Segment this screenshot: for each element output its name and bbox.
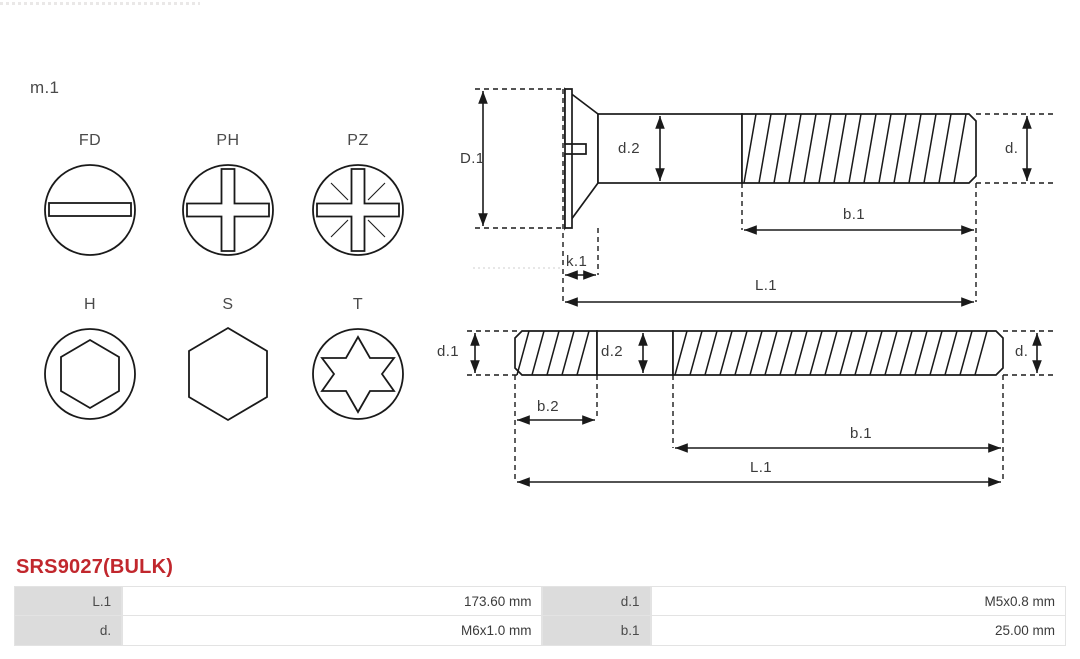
drive-type-h: H — [22, 296, 158, 426]
spec-key-d: d. — [14, 616, 123, 646]
technical-drawing-area: m.1 FD PH PZ — [0, 0, 1080, 530]
drive-label-t: T — [352, 296, 364, 313]
dim-label-stud-right-thread-length: b.1 — [850, 425, 873, 442]
spec-value-d: M6x1.0 mm — [122, 616, 543, 646]
drive-label-h: H — [83, 296, 97, 313]
dim-label-total-length: L.1 — [755, 277, 778, 294]
spec-key-d1: d.1 — [542, 586, 651, 616]
drive-label-pz: PZ — [347, 132, 369, 149]
dim-label-stud-total-length: L.1 — [750, 459, 773, 476]
countersunk-screw-drawing: D.1 d.2 d. k.1 b.1 L.1 — [455, 70, 1080, 310]
drive-label-s: S — [222, 296, 234, 313]
table-row: d. M6x1.0 mm b.1 25.00 mm — [14, 616, 1066, 646]
dim-label-thread-length: b.1 — [843, 206, 866, 223]
spec-key-l1: L.1 — [14, 586, 123, 616]
specification-table: L.1 173.60 mm d.1 M5x0.8 mm d. M6x1.0 mm… — [14, 586, 1066, 646]
spec-value-l1: 173.60 mm — [122, 586, 543, 616]
dim-label-stud-shank-diameter: d.2 — [601, 343, 624, 360]
slotted-drive-icon — [44, 164, 136, 256]
spec-value-b1: 25.00 mm — [650, 616, 1066, 646]
dim-label-head-height: k.1 — [566, 253, 588, 270]
drive-section-label: m.1 — [30, 78, 60, 97]
dim-label-thread-diameter: d. — [1005, 140, 1019, 157]
drive-type-s: S — [160, 296, 296, 426]
table-row: L.1 173.60 mm d.1 M5x0.8 mm — [14, 586, 1066, 616]
dim-label-shank-diameter: d.2 — [618, 140, 641, 157]
phillips-drive-icon — [182, 164, 274, 256]
dim-label-stud-right-thread-diameter: d. — [1015, 343, 1029, 360]
stud-svg — [467, 330, 1055, 487]
pozidriv-drive-icon — [312, 164, 404, 256]
drive-type-legend: m.1 FD PH PZ — [0, 0, 450, 530]
dim-label-stud-left-thread-diameter: d.1 — [437, 343, 460, 360]
top-edge-artifact — [0, 2, 200, 5]
spec-key-b1: b.1 — [542, 616, 651, 646]
drive-type-t: T — [290, 296, 426, 426]
dim-label-head-diameter: D.1 — [460, 150, 485, 167]
drive-label-ph: PH — [216, 132, 240, 149]
dim-label-stud-left-thread-length: b.2 — [537, 398, 560, 415]
hex-socket-drive-icon — [44, 328, 136, 420]
drive-type-pz: PZ — [290, 132, 426, 262]
countersunk-screw-svg — [473, 87, 1055, 307]
drive-type-fd: FD — [22, 132, 158, 262]
hex-head-drive-icon — [188, 326, 268, 422]
part-number-title: SRS9027(BULK) — [16, 556, 174, 578]
torx-drive-icon — [312, 328, 404, 420]
stud-drawing: d.1 d.2 d. b.2 b.1 L.1 — [437, 310, 1080, 510]
drive-label-fd: FD — [78, 132, 102, 149]
drive-type-ph: PH — [160, 132, 296, 262]
spec-value-d1: M5x0.8 mm — [650, 586, 1066, 616]
